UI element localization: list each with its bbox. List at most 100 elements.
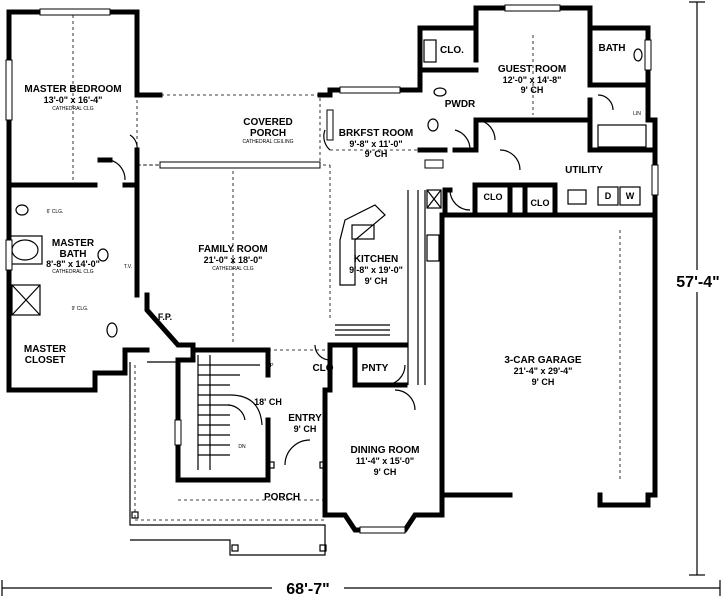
guest-toilet xyxy=(633,48,643,62)
door-garage xyxy=(449,189,471,211)
window-family-top xyxy=(159,161,321,169)
door-clo xyxy=(314,344,331,361)
depth-label-bg xyxy=(672,270,722,292)
master-bedroom-wall xyxy=(6,147,140,298)
utility-closet-wall xyxy=(472,182,558,213)
utility-sink xyxy=(567,189,587,205)
linen-label: LIN xyxy=(633,111,641,117)
clo-6-label: 6' CLG. xyxy=(47,209,64,215)
dining-room-size: 11'-4" x 15'-0" xyxy=(356,456,414,466)
garage-name: 3-CAR GARAGE xyxy=(504,355,582,366)
door-brkfst xyxy=(323,129,331,151)
covered-porch-outline xyxy=(136,94,321,166)
master-sink-2 xyxy=(97,248,109,262)
guest-room-size: 12'-0" x 14'-8" xyxy=(503,75,562,85)
guest-room-name: GUEST ROOM xyxy=(498,64,566,75)
door-utility xyxy=(499,149,521,171)
pnty-name: PNTY xyxy=(362,363,389,374)
stair-up-label: UP xyxy=(267,363,275,369)
depth-label: 57'-4" xyxy=(676,274,719,291)
garage-size: 21'-4" x 29'-4" xyxy=(514,366,573,376)
door-master xyxy=(109,159,126,181)
door-stair xyxy=(227,404,246,421)
interior-lines xyxy=(5,4,659,556)
pwdr-wall xyxy=(417,117,479,153)
master-bedroom-size: 13'-0" x 16'-4" xyxy=(44,95,103,105)
window-utility xyxy=(424,159,444,169)
doors xyxy=(109,94,614,466)
kitchen-name: KITCHEN xyxy=(354,254,398,265)
window-bedroom-top xyxy=(39,8,111,16)
covered-porch-note: CATHEDRAL CEILING xyxy=(242,139,293,145)
dryer-label: D xyxy=(605,191,612,201)
window-guest-top xyxy=(504,4,561,12)
family-room-size: 21'-0" x 18'-0" xyxy=(204,255,263,265)
guest-room-ceiling: 9' CH xyxy=(521,85,544,95)
window-stair xyxy=(174,419,182,446)
washer-label: W xyxy=(626,191,635,201)
range xyxy=(426,234,440,262)
shower-x2 xyxy=(11,284,41,316)
stair-ceiling: 18' CH xyxy=(254,397,282,407)
tv-label: T.V. xyxy=(124,264,132,270)
pwdr-name: PWDR xyxy=(445,99,476,110)
family-room-note: CATHEDRAL CLG xyxy=(212,266,254,272)
master-bedroom-note: CATHEDRAL CLG xyxy=(52,106,94,112)
door-bath xyxy=(597,94,614,111)
width-label: 68'-7" xyxy=(286,581,329,598)
door-entry xyxy=(284,439,311,466)
covered-porch-name-2: PORCH xyxy=(250,128,286,139)
clo-9-label: 9' CLG. xyxy=(72,306,89,312)
entry-ceiling: 9' CH xyxy=(294,424,317,434)
covered-porch-name-1: COVERED xyxy=(243,117,292,128)
kitchen-ceiling: 9' CH xyxy=(365,276,388,286)
pwdr-toilet xyxy=(433,87,447,97)
master-sink-1 xyxy=(15,204,29,216)
master-bedroom-name: MASTER BEDROOM xyxy=(24,84,121,95)
entry-name: ENTRY xyxy=(288,413,322,424)
guest-clo-name: CLO. xyxy=(440,45,464,56)
master-closet-name-2: CLOSET xyxy=(25,355,66,366)
stair-kitchen xyxy=(335,324,390,336)
garage-ceiling: 9' CH xyxy=(532,377,555,387)
kitchen-counter-right xyxy=(407,190,426,385)
guest-tub xyxy=(597,124,647,148)
master-bath-size: 8'-8" x 14'-0" xyxy=(46,259,100,269)
stair-dn-label: DN xyxy=(238,444,246,450)
master-bath-note: CATHEDRAL CLG xyxy=(52,269,94,275)
brkfst-room-size: 9'-8" x 11'-0" xyxy=(349,139,402,149)
kitchen-island xyxy=(339,204,386,286)
clo-shelf xyxy=(423,39,437,63)
master-suite-wall xyxy=(6,9,150,393)
window-brkfst-left xyxy=(326,109,334,141)
bath-name: BATH xyxy=(598,43,625,54)
washer xyxy=(619,186,641,206)
column-5 xyxy=(267,461,275,469)
window-guest-right xyxy=(644,39,652,71)
master-toilet xyxy=(106,322,118,338)
shower xyxy=(11,284,41,316)
window-garage-right xyxy=(651,164,659,196)
master-tub xyxy=(11,239,39,261)
column-1 xyxy=(131,511,139,519)
door-dining xyxy=(394,389,416,411)
door-pnty xyxy=(384,364,406,386)
kitchen-sink xyxy=(351,224,375,240)
column-4 xyxy=(319,461,327,469)
master-bath-name-1: MASTER xyxy=(52,238,95,249)
guest-bath-wall xyxy=(417,25,658,153)
width-label-bg xyxy=(272,578,344,598)
master-bath-name-2: BATH xyxy=(59,249,86,260)
door-bedroom-porch xyxy=(129,134,138,151)
brkfst-room-name: BRKFST ROOM xyxy=(339,128,413,139)
room-labels: 68'-7" 57'-4" MASTER BEDROOM 13'-0" x 16… xyxy=(24,43,722,598)
fridge-x2 xyxy=(426,189,442,209)
porch-outline xyxy=(129,362,326,556)
column-2 xyxy=(231,544,239,552)
stair-lines xyxy=(197,355,260,470)
stairs xyxy=(197,355,263,470)
dining-room-ceiling: 9' CH xyxy=(374,467,397,477)
dining-room-name: DINING ROOM xyxy=(351,445,420,456)
utility-clo-2: CLO xyxy=(531,198,550,208)
